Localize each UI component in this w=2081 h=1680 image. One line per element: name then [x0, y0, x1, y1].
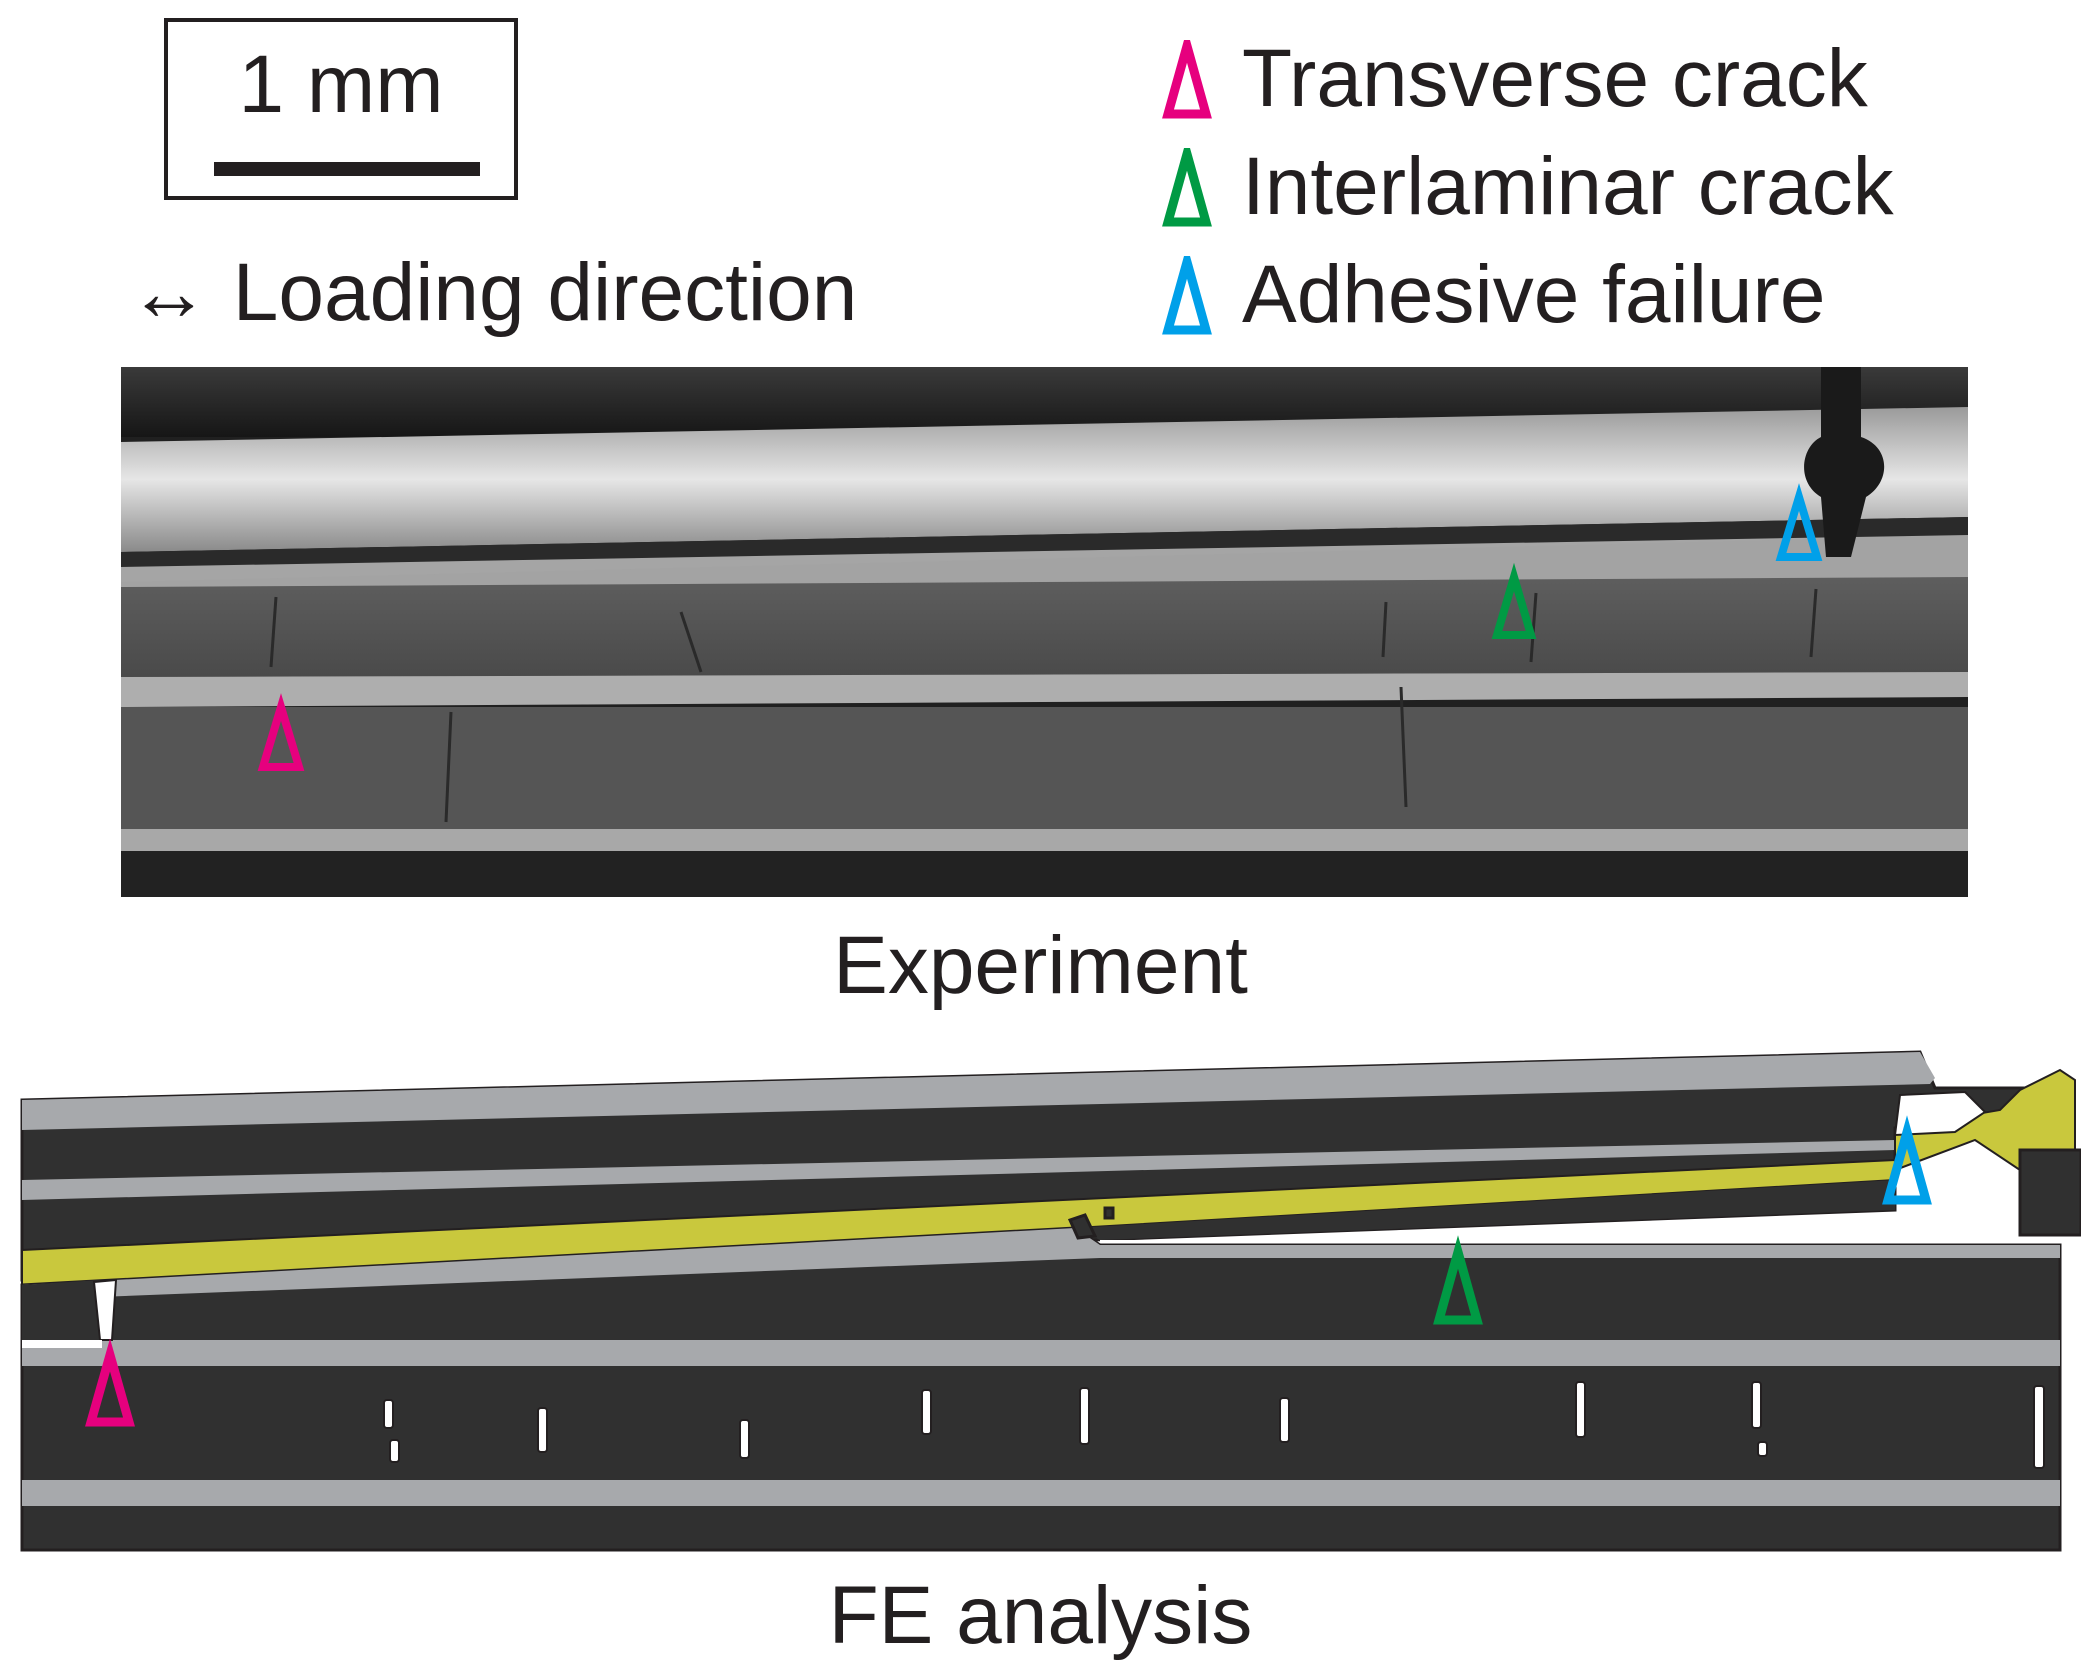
adhesive-failure-marker	[1882, 1115, 1932, 1205]
scale-bar-box: 1 mm	[164, 18, 518, 200]
interlaminar-crack-marker	[1491, 562, 1537, 639]
experiment-micrograph	[121, 367, 1968, 897]
fe-analysis-diagram	[20, 1050, 2081, 1552]
scale-bar	[214, 162, 480, 176]
legend-label: Interlaminar crack	[1242, 141, 1894, 232]
legend-label: Transverse crack	[1242, 33, 1868, 124]
triangle-marker-icon	[1162, 256, 1212, 335]
transverse-crack-marker	[257, 693, 305, 771]
scale-bar-label: 1 mm	[238, 39, 444, 130]
interlaminar-crack-marker	[1433, 1235, 1483, 1325]
fe-analysis-caption: FE analysis	[828, 1570, 1253, 1661]
triangle-marker-icon	[1162, 40, 1212, 119]
legend-label: Adhesive failure	[1242, 249, 1826, 340]
transverse-crack-marker	[85, 1338, 135, 1427]
triangle-marker-icon	[1162, 148, 1212, 227]
adhesive-failure-marker	[1775, 483, 1823, 561]
loading-direction-label: ↔ Loading direction	[128, 247, 858, 338]
experiment-caption: Experiment	[833, 920, 1248, 1011]
